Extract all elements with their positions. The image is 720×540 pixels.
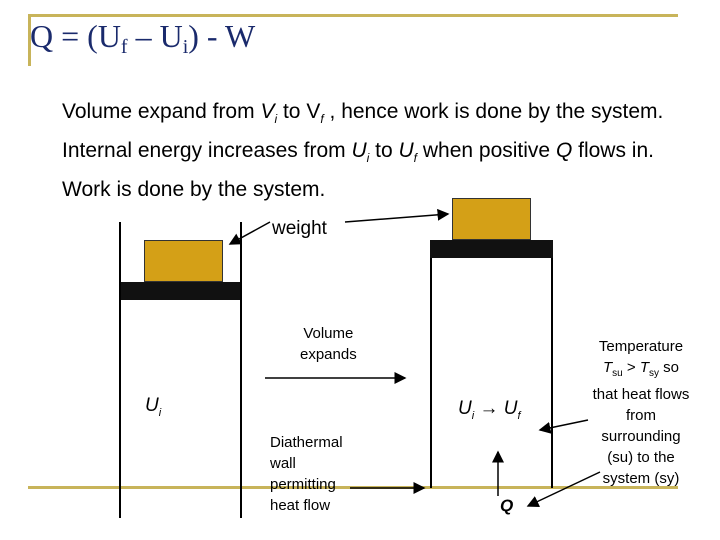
right-piston: [430, 240, 553, 258]
q-label: Q: [500, 496, 514, 515]
top-accent-bar: [30, 14, 678, 17]
left-cylinder-wall-right: [240, 222, 242, 518]
weight-arrow-right: [344, 208, 450, 223]
right-cylinder-wall-left: [430, 240, 432, 488]
left-piston: [121, 282, 240, 300]
ui-to-uf-label: Ui → Uf: [458, 398, 521, 422]
right-cylinder-wall-right: [551, 240, 553, 488]
diathermal-wall-label: Diathermal wall permitting heat flow: [270, 434, 343, 514]
right-weight: [452, 198, 531, 240]
slide-title: Q = (Uf – Ui) - W: [30, 18, 256, 58]
ui-label: Ui: [145, 395, 162, 419]
weight-arrow-left: [228, 221, 271, 245]
left-accent-bar: [28, 14, 31, 66]
weight-label: weight: [272, 218, 327, 239]
left-weight: [144, 240, 223, 282]
left-cylinder-wall-left: [119, 222, 121, 518]
temperature-note: Temperature Tsu > Tsy so that heat flows…: [592, 338, 690, 487]
description-text: Volume expand from Vi to Vf , hence work…: [62, 100, 664, 202]
